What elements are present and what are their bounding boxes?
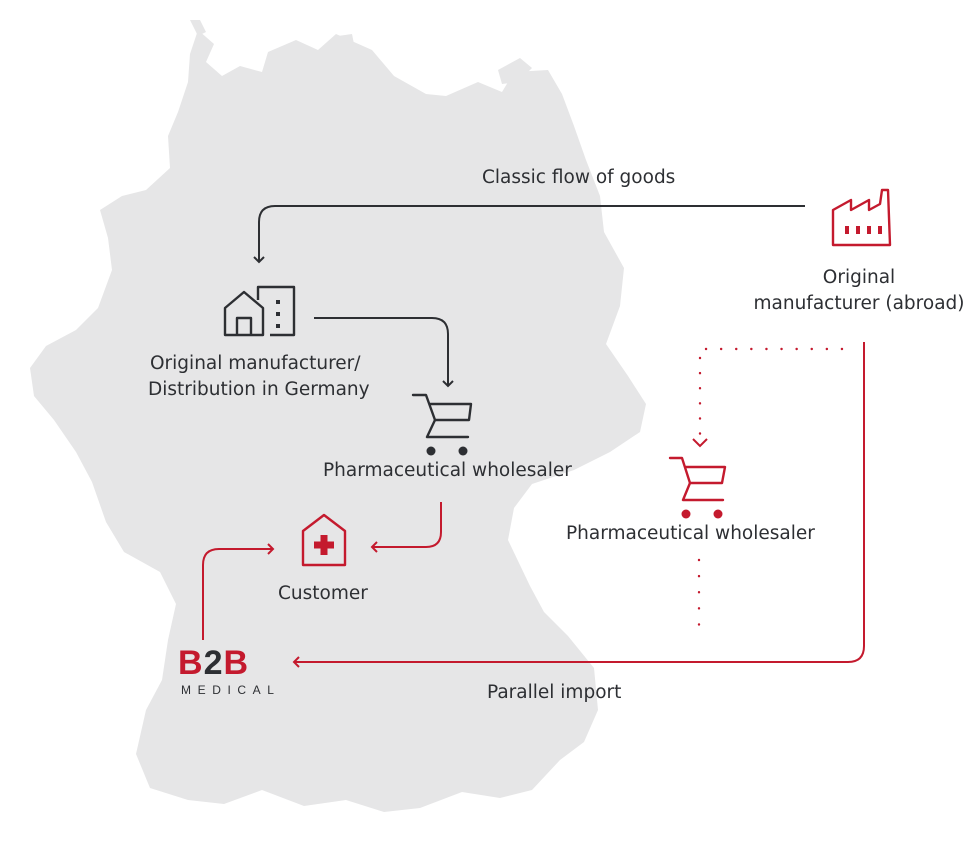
wholesaler-germany-label: Pharmaceutical wholesaler [323, 460, 572, 481]
parallel-import-arrow [292, 342, 865, 668]
factory-icon [831, 188, 892, 247]
manufacturer-germany-label-line2: Distribution in Germany [148, 379, 370, 400]
island-fehmarn [338, 34, 354, 46]
b2b-medical-logo: B2B [178, 646, 249, 680]
manufacturer-to-wholesaler-arrow [314, 317, 454, 388]
shopping-cart-icon [411, 393, 473, 456]
germany-map [30, 30, 646, 812]
island-ruegen [498, 58, 532, 84]
wholesaler-to-customer-arrow [370, 502, 442, 553]
logo-2: 2 [203, 644, 224, 682]
logo-subtitle: MEDICAL [181, 683, 281, 697]
manufacturer-germany-label-line1: Original manufacturer/ [150, 353, 361, 374]
classic-flow-label: Classic flow of goods [482, 167, 676, 188]
dotted-arrowhead [692, 438, 708, 448]
dotted-top-path [698, 347, 844, 436]
wholesaler-abroad-label: Pharmaceutical wholesaler [566, 523, 815, 544]
logo-b-left: B [178, 644, 204, 682]
manufacturer-abroad-label-line2: manufacturer (abroad) [753, 293, 965, 314]
parallel-import-label: Parallel import [487, 682, 622, 703]
buildings-icon [223, 285, 296, 337]
manufacturer-abroad-label-line1: Original [822, 267, 896, 288]
shopping-cart-icon-red [668, 456, 727, 519]
hospital-icon [301, 513, 347, 567]
customer-label: Customer [278, 583, 368, 604]
island-sylt [190, 20, 206, 36]
b2b-to-customer-arrow [202, 543, 275, 640]
classic-flow-arrow [253, 205, 805, 264]
logo-b-right: B [223, 644, 250, 682]
